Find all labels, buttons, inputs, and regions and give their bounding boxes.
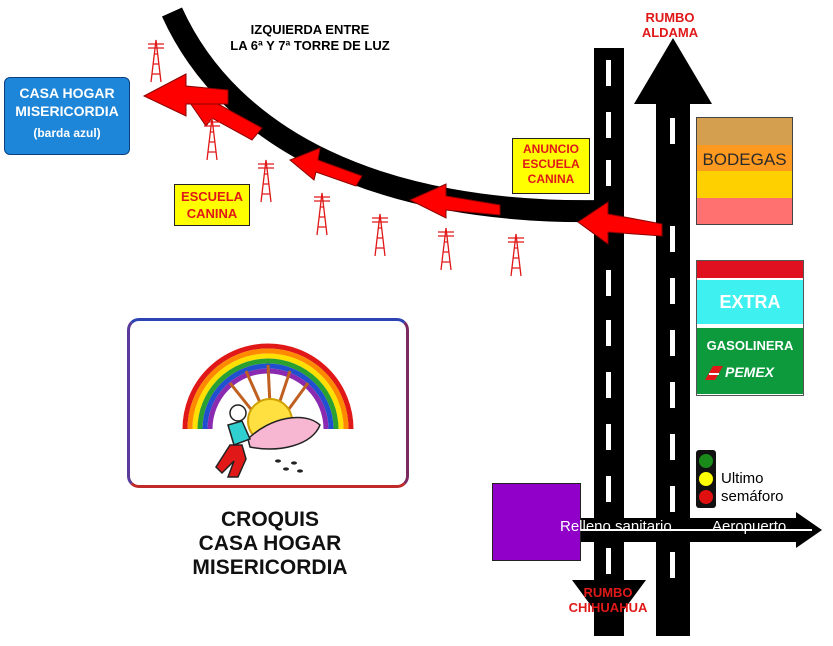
gasolinera-label: GASOLINERA (706, 338, 794, 353)
rumbo-chihuahua-label: RUMBO CHIHUAHUA (568, 585, 648, 615)
gas-station (696, 260, 804, 396)
pemex-panel: GASOLINERA PEMEX (697, 328, 803, 394)
bodegas-label: BODEGAS (702, 150, 787, 169)
extra-label: EXTRA (697, 280, 803, 324)
extra-red-band (697, 261, 803, 278)
south-arrow-head (572, 580, 646, 630)
relleno-label: Relleno sanitario (560, 518, 672, 535)
anuncio-sign: ANUNCIO ESCUELA CANINA (512, 138, 590, 194)
landfill-area (492, 483, 581, 561)
croquis-title: CROQUIS CASA HOGAR MISERICORDIA (192, 508, 348, 579)
curved-road (161, 7, 603, 223)
pemex-logo-icon (705, 366, 723, 380)
road-north (656, 100, 690, 636)
rainbow-logo-icon (182, 343, 354, 478)
direction-note: IZQUIERDA ENTRE LA 6ª Y 7ª TORRE DE LUZ (230, 22, 390, 53)
route-arrows (142, 73, 663, 245)
traffic-light-icon (696, 450, 716, 508)
casa-hogar-sign: CASA HOGAR MISERICORDIA (barda azul) (4, 77, 130, 155)
escuela-canina-sign: ESCUELA CANINA (174, 184, 250, 226)
rumbo-aldama-label: RUMBO ALDAMA (641, 10, 699, 40)
casa-hogar-logo (127, 318, 409, 488)
lane-dashes (606, 60, 675, 578)
aeropuerto-label: Aeropuerto (712, 518, 787, 535)
ultimo-semaforo-label: Ultimo semáforo (721, 470, 784, 505)
power-tower-icon (148, 39, 524, 277)
pemex-label: PEMEX (725, 364, 775, 380)
north-arrow-head (634, 38, 712, 104)
bodegas-building (696, 117, 793, 225)
